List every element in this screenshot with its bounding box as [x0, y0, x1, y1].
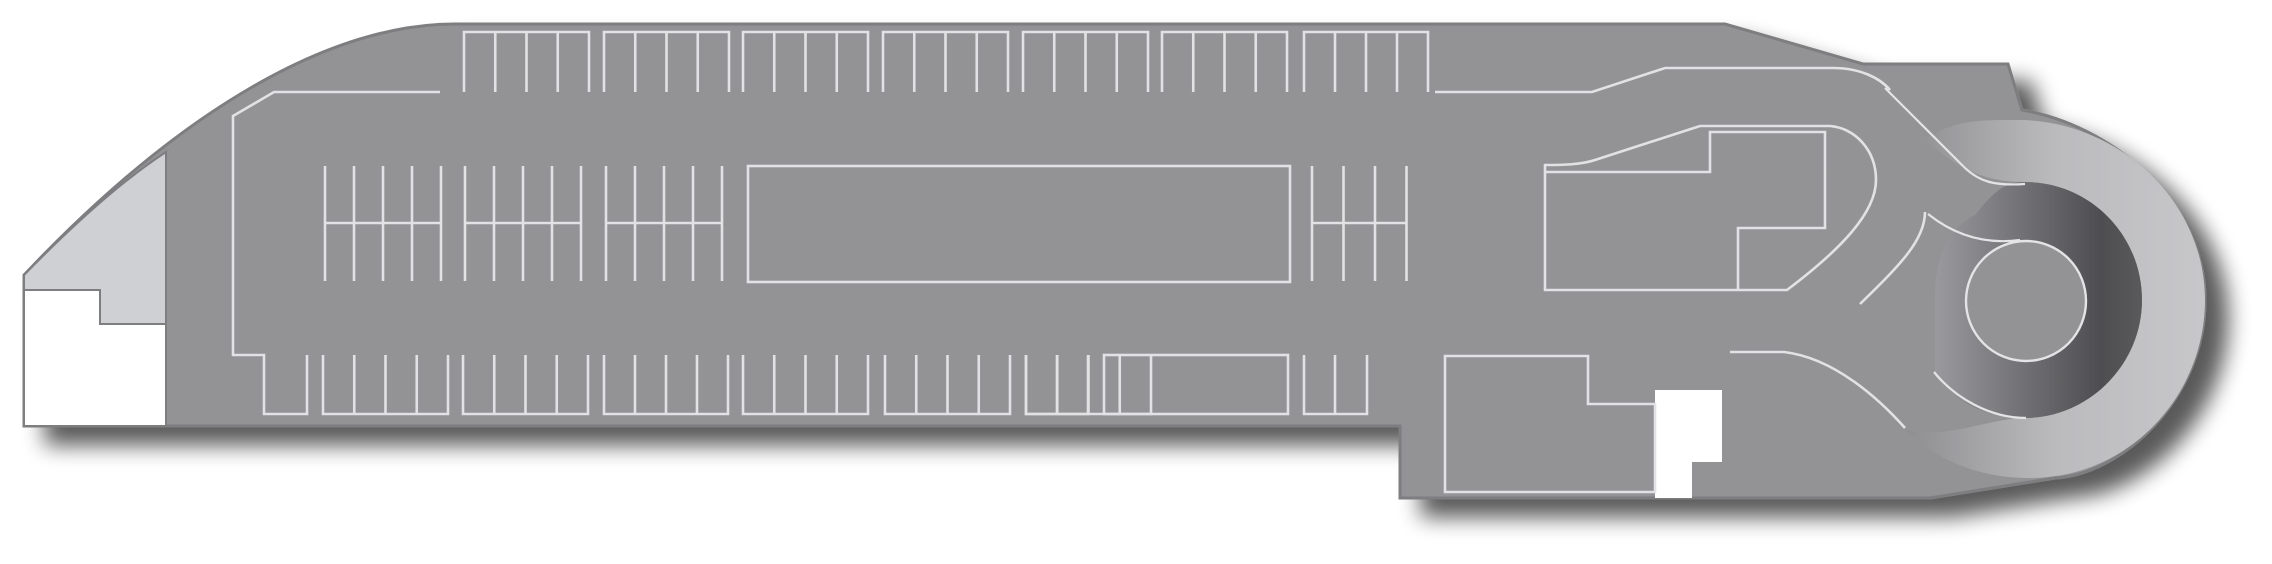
- perimeter-lane-top-right: [1435, 66, 1891, 94]
- void-left: [23, 289, 167, 427]
- void-core: [1655, 390, 1722, 498]
- ramp-guide-line: [1859, 211, 1927, 305]
- bottom-right-room: [1443, 354, 1657, 494]
- floor-slab-group: [22, 22, 2207, 500]
- ramp-inner-curve: [1927, 213, 2021, 243]
- markings-layer: [231, 30, 1927, 494]
- ramp-entry-curve: [1884, 87, 2026, 186]
- spiral-ramp-outer: [1905, 119, 2205, 478]
- right-building-outline: [1543, 124, 1878, 292]
- floor-slab: [22, 22, 2207, 500]
- ramp-island: [1964, 239, 2088, 363]
- bottom-right-curve: [1730, 350, 1906, 429]
- central-core-outline: [746, 164, 1292, 284]
- perimeter-lane-left: [231, 90, 440, 416]
- bottom-service-room: [1102, 353, 1290, 416]
- right-building-inner: [1545, 130, 1827, 290]
- ramp-exit-curve: [1933, 371, 2027, 420]
